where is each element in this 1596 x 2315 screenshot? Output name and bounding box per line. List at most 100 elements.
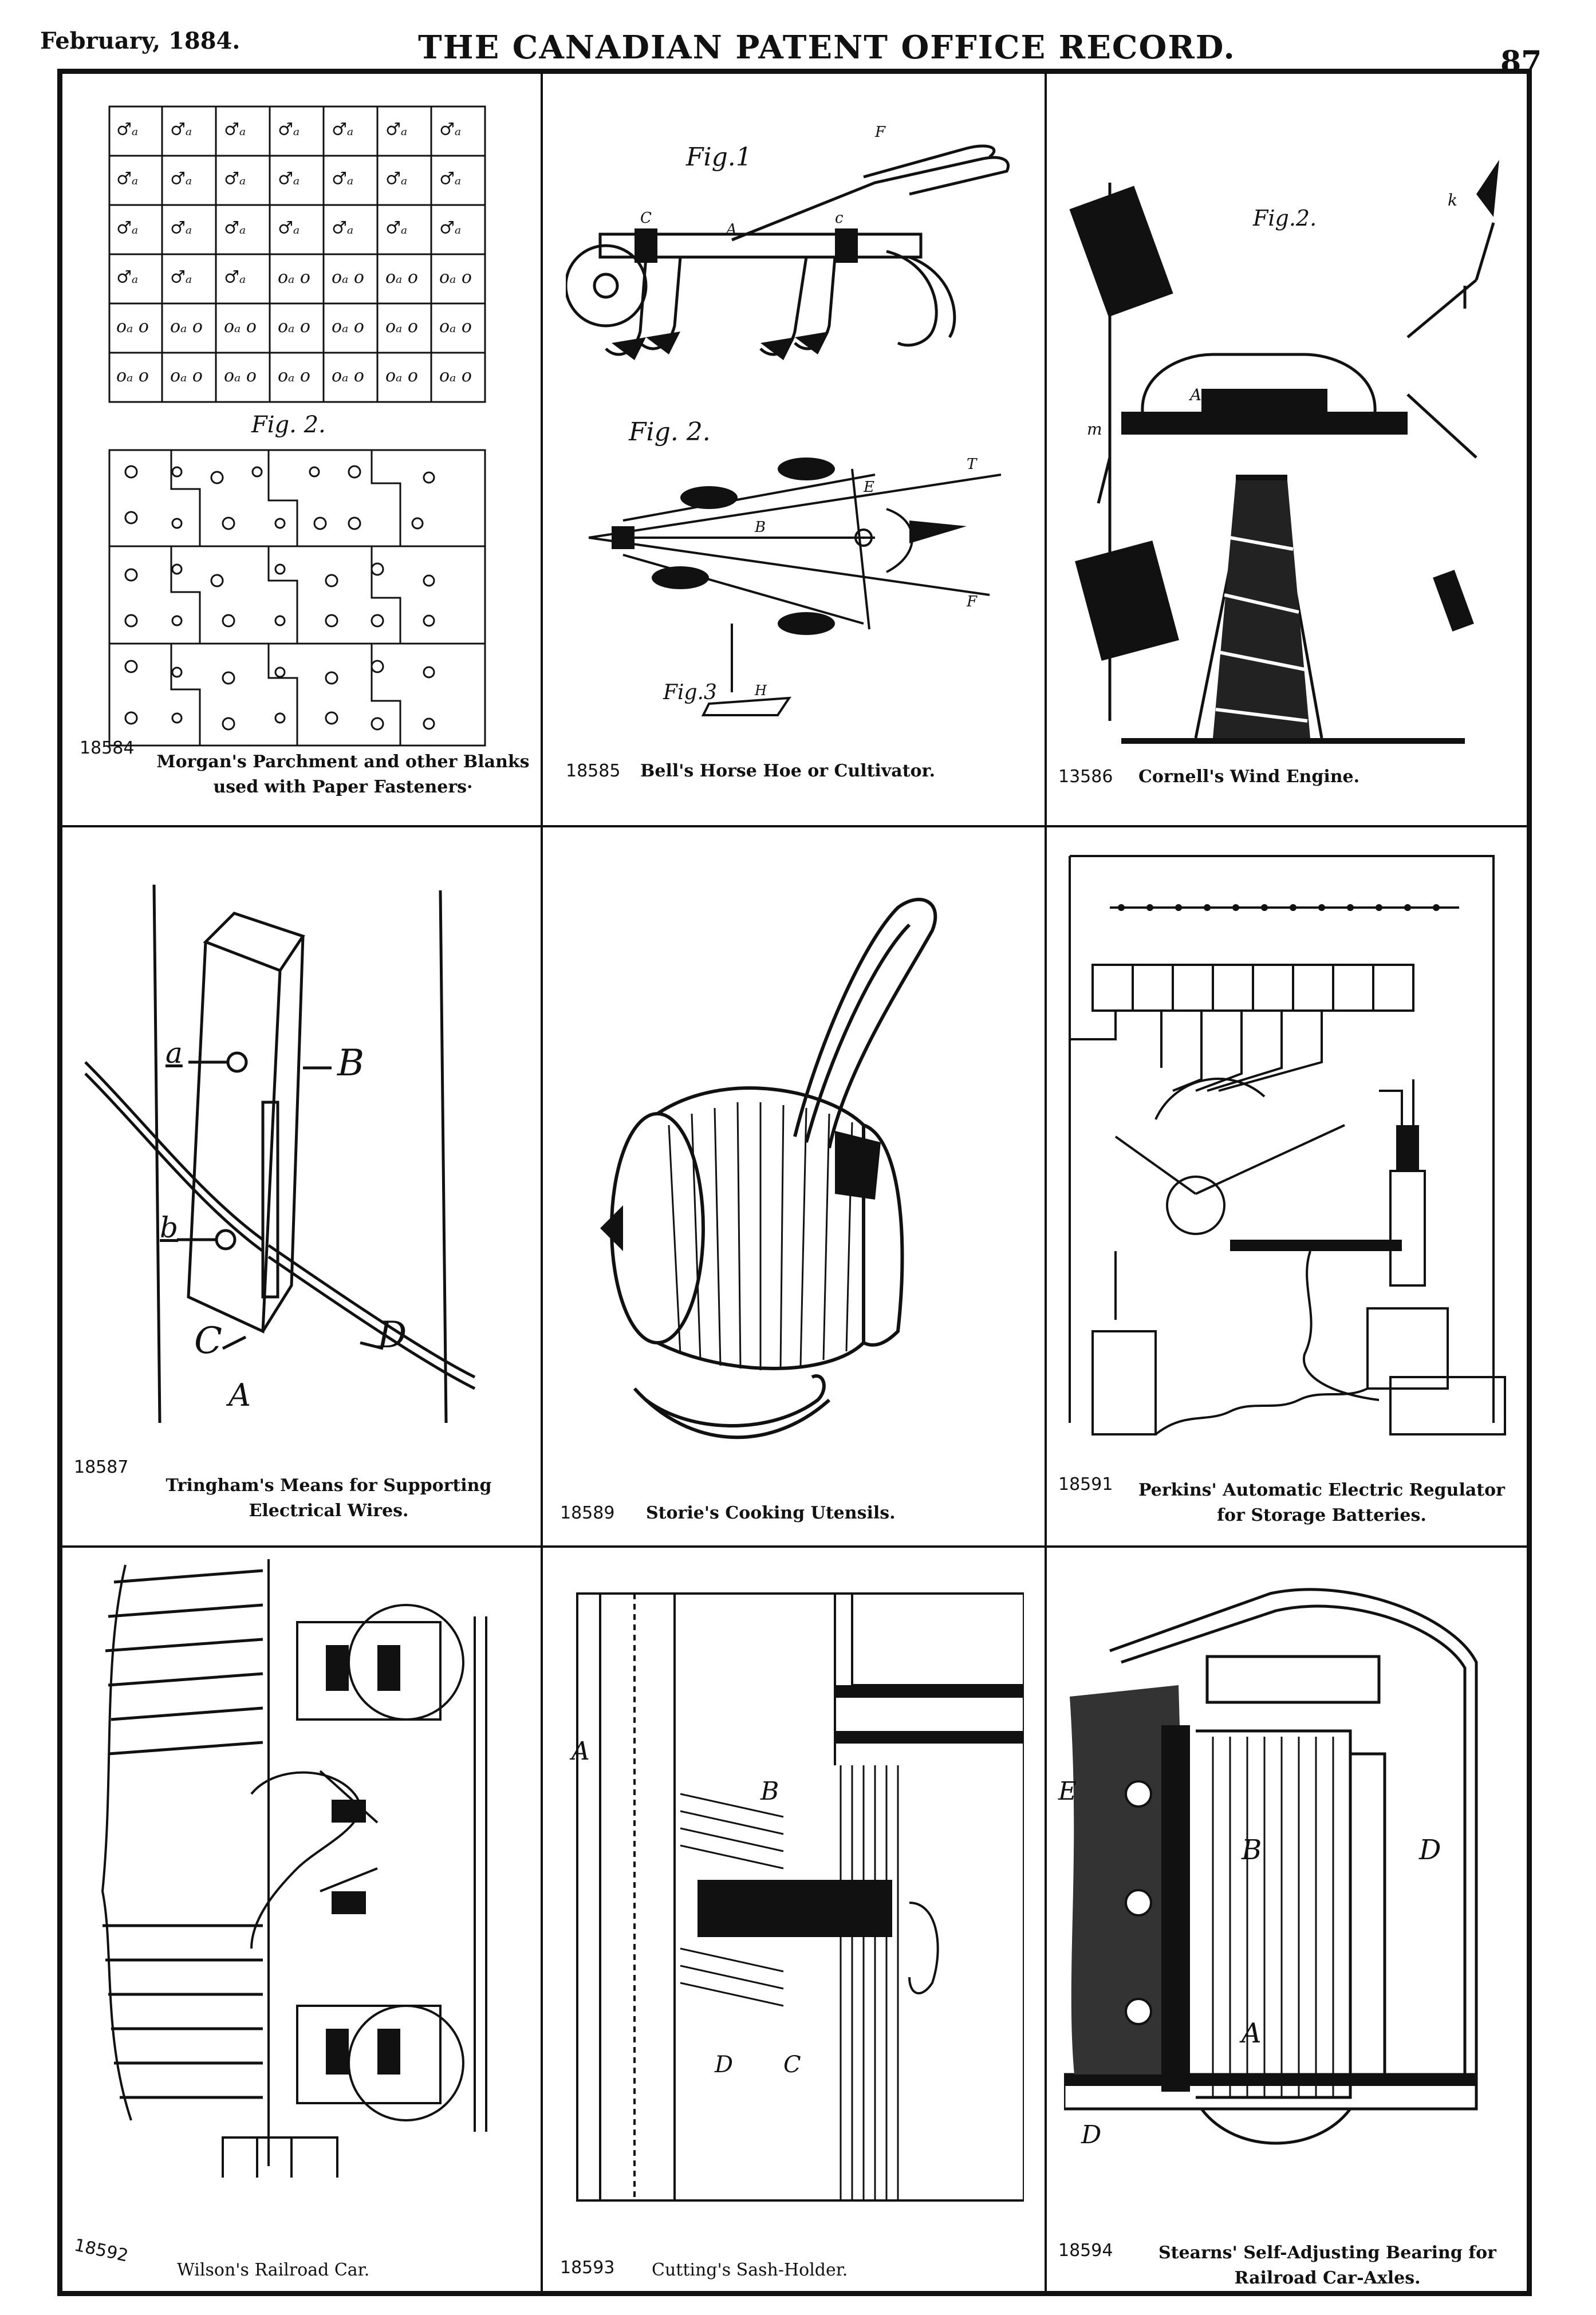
svg-text:oₐ o: oₐ o: [116, 317, 149, 337]
figure-blank-grid-1: ♂ₐ♂ₐ♂ₐ♂ₐ♂ₐ♂ₐ♂ₐ ♂ₐ♂ₐ♂ₐ♂ₐ♂ₐ♂ₐ♂ₐ ♂ₐ♂ₐ♂ₐ♂ₐ♂ₐ…: [108, 105, 486, 403]
fig3-label-18585: Fig.3: [663, 681, 717, 704]
fig-label-18584: Fig. 2.: [251, 412, 326, 438]
svg-text:oₐ o: oₐ o: [278, 267, 310, 287]
label-D: D: [715, 2052, 734, 2078]
figure-hoe-blade: H: [701, 624, 791, 716]
svg-text:oₐ o: oₐ o: [224, 366, 257, 386]
caption-18585-line1: Bell's Horse Hoe or Cultivator.: [640, 761, 936, 781]
svg-text:k: k: [1448, 191, 1457, 210]
figure-railroad-car: [101, 1559, 487, 2178]
svg-text:oₐ o: oₐ o: [170, 366, 203, 386]
grid-divider-h1: [62, 825, 1527, 827]
svg-text:♂ₐ: ♂ₐ: [439, 218, 461, 238]
caption-18591-line2: for Storage Batteries.: [1217, 1505, 1426, 1525]
svg-text:♂ₐ: ♂ₐ: [278, 169, 300, 189]
svg-text:♂ₐ: ♂ₐ: [385, 120, 407, 140]
patent-cell-18585: Fig.1: [543, 74, 1045, 825]
figure-sash-holder: [576, 1592, 1024, 2202]
grid-divider-v2: [1045, 74, 1047, 2291]
grid-divider-v1: [541, 74, 543, 2291]
patent-cell-18593: A B C D 18593 Cutting's Sash-Holder.: [543, 1548, 1045, 2291]
patent-number-18593: 18593: [560, 2258, 615, 2278]
patent-number-18584: 18584: [80, 738, 135, 758]
figure-cooking-utensil: [600, 897, 937, 1440]
svg-text:♂ₐ: ♂ₐ: [439, 120, 461, 140]
label-B: B: [1242, 1834, 1262, 1866]
patent-number-18594: 18594: [1058, 2241, 1113, 2261]
svg-text:♂ₐ: ♂ₐ: [385, 169, 407, 189]
caption-18592-line1: Wilson's Railroad Car.: [177, 2260, 370, 2280]
fig2-label-18585: Fig. 2.: [629, 417, 711, 447]
label-D-lower: D: [1081, 2120, 1102, 2150]
svg-text:♂ₐ: ♂ₐ: [116, 267, 138, 287]
patent-cell-18587: a B b C D A 18587 Tringham's Means for S…: [62, 827, 541, 1545]
svg-text:♂ₐ: ♂ₐ: [116, 169, 138, 189]
label-B: B: [337, 1042, 365, 1084]
svg-text:oₐ o: oₐ o: [278, 317, 310, 337]
grid-divider-h2: [62, 1545, 1527, 1548]
label-D: D: [377, 1314, 407, 1356]
svg-text:c: c: [835, 210, 844, 227]
patent-cell-18589: 18589 Storie's Cooking Utensils.: [543, 827, 1045, 1545]
svg-text:♂ₐ: ♂ₐ: [332, 120, 353, 140]
caption-18594-line2: Railroad Car-Axles.: [1234, 2268, 1421, 2288]
caption-13586-line1: Cornell's Wind Engine.: [1138, 767, 1360, 787]
svg-text:♂ₐ: ♂ₐ: [332, 169, 353, 189]
svg-text:♂ₐ: ♂ₐ: [332, 218, 353, 238]
fig1-label-18585: Fig.1: [686, 143, 752, 172]
svg-text:F: F: [874, 124, 886, 141]
svg-text:oₐ o: oₐ o: [439, 267, 472, 287]
label-E: E: [1058, 1777, 1077, 1806]
label-C: C: [783, 2052, 801, 2078]
svg-text:♂ₐ: ♂ₐ: [278, 218, 300, 238]
svg-text:m: m: [1087, 420, 1102, 439]
svg-text:oₐ o: oₐ o: [332, 267, 364, 287]
figure-cultivator-side-view: F Ac C: [566, 124, 1010, 360]
svg-text:♂ₐ: ♂ₐ: [170, 218, 192, 238]
caption-18589-line1: Storie's Cooking Utensils.: [646, 1503, 896, 1523]
svg-text:♂ₐ: ♂ₐ: [439, 169, 461, 189]
svg-text:oₐ o: oₐ o: [332, 317, 364, 337]
caption-18584-line2: used with Paper Fasteners·: [213, 777, 473, 797]
svg-text:oₐ o: oₐ o: [332, 366, 364, 386]
svg-text:E: E: [863, 479, 874, 496]
patent-number-18591: 18591: [1058, 1474, 1113, 1494]
patent-cell-18584: ♂ₐ♂ₐ♂ₐ♂ₐ♂ₐ♂ₐ♂ₐ ♂ₐ♂ₐ♂ₐ♂ₐ♂ₐ♂ₐ♂ₐ ♂ₐ♂ₐ♂ₐ♂ₐ♂ₐ…: [62, 74, 541, 825]
caption-18584-line1: Morgan's Parchment and other Blanks: [156, 752, 530, 772]
svg-text:♂ₐ: ♂ₐ: [278, 120, 300, 140]
label-D: D: [1419, 1834, 1441, 1866]
figure-blank-grid-2: [108, 449, 486, 747]
caption-18591-line1: Perkins' Automatic Electric Regulator: [1138, 1480, 1505, 1500]
label-C: C: [194, 1320, 222, 1362]
label-A: A: [1242, 2017, 1262, 2049]
svg-text:oₐ o: oₐ o: [116, 366, 149, 386]
svg-text:a: a: [1282, 385, 1291, 404]
svg-text:oₐ o: oₐ o: [385, 366, 418, 386]
svg-text:B: B: [754, 519, 766, 536]
svg-text:♂ₐ: ♂ₐ: [170, 120, 192, 140]
svg-text:oₐ o: oₐ o: [278, 366, 310, 386]
svg-text:oₐ o: oₐ o: [170, 317, 203, 337]
figure-axle-bearing: [1064, 1588, 1478, 2145]
label-A: A: [572, 1737, 590, 1766]
label-B: B: [760, 1777, 779, 1806]
svg-text:C: C: [640, 210, 652, 227]
fig-label-13586: Fig.2.: [1253, 206, 1317, 231]
label-a: a: [165, 1036, 183, 1070]
page-header: February, 1884. THE CANADIAN PATENT OFFI…: [0, 0, 1596, 80]
svg-text:H: H: [754, 683, 767, 699]
caption-18587-line2: Electrical Wires.: [249, 1501, 409, 1521]
patent-number-18592: 18592: [72, 2235, 131, 2266]
patent-number-18587: 18587: [74, 1457, 129, 1477]
patent-cell-13586: Fig.2.: [1047, 74, 1527, 825]
svg-text:oₐ o: oₐ o: [385, 267, 418, 287]
figure-electric-regulator: [1069, 855, 1506, 1435]
caption-18593-line1: Cutting's Sash-Holder.: [652, 2260, 848, 2280]
svg-text:A: A: [1188, 385, 1201, 404]
svg-text:oₐ o: oₐ o: [439, 366, 472, 386]
patent-cell-18594: B D A E D 18594 Stearns' Self-Adjusting …: [1047, 1548, 1527, 2291]
svg-text:A: A: [725, 221, 737, 238]
patent-number-18589: 18589: [560, 1503, 615, 1523]
svg-text:oₐ o: oₐ o: [385, 317, 418, 337]
